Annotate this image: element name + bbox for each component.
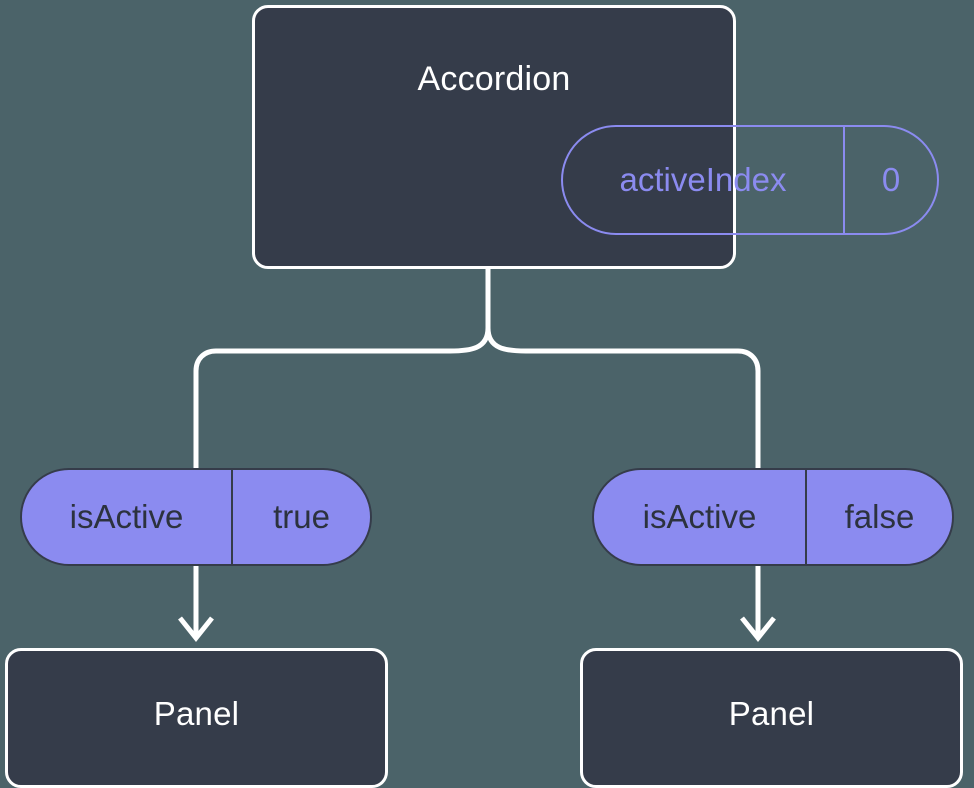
- panel-component-box-right[interactable]: Panel: [580, 648, 963, 788]
- panel-title-left: Panel: [153, 695, 240, 732]
- state-badge-active-index[interactable]: activeIndex 0: [561, 125, 939, 235]
- prop-badge-key: isActive: [22, 470, 233, 564]
- prop-badge-key: isActive: [594, 470, 807, 564]
- connector-fork-right: [485, 327, 761, 468]
- panel-component-box-left[interactable]: Panel: [5, 648, 388, 788]
- accordion-component-box[interactable]: Accordion activeIndex 0: [252, 5, 939, 269]
- arrow-right: [740, 566, 776, 643]
- prop-badge-is-active-true[interactable]: isActive true: [20, 468, 372, 566]
- connector-fork-left: [193, 327, 491, 468]
- diagram-canvas: Accordion activeIndex 0 isActive true is…: [5, 5, 963, 788]
- panel-title-right: Panel: [728, 695, 815, 732]
- prop-badge-value: false: [844, 498, 915, 535]
- prop-badge-is-active-false[interactable]: isActive false: [592, 468, 954, 566]
- state-badge-key: activeIndex: [563, 127, 845, 233]
- arrow-left: [178, 566, 214, 643]
- prop-badge-value: true: [273, 498, 330, 535]
- state-badge-value: 0: [881, 161, 901, 198]
- accordion-title: Accordion: [417, 60, 571, 98]
